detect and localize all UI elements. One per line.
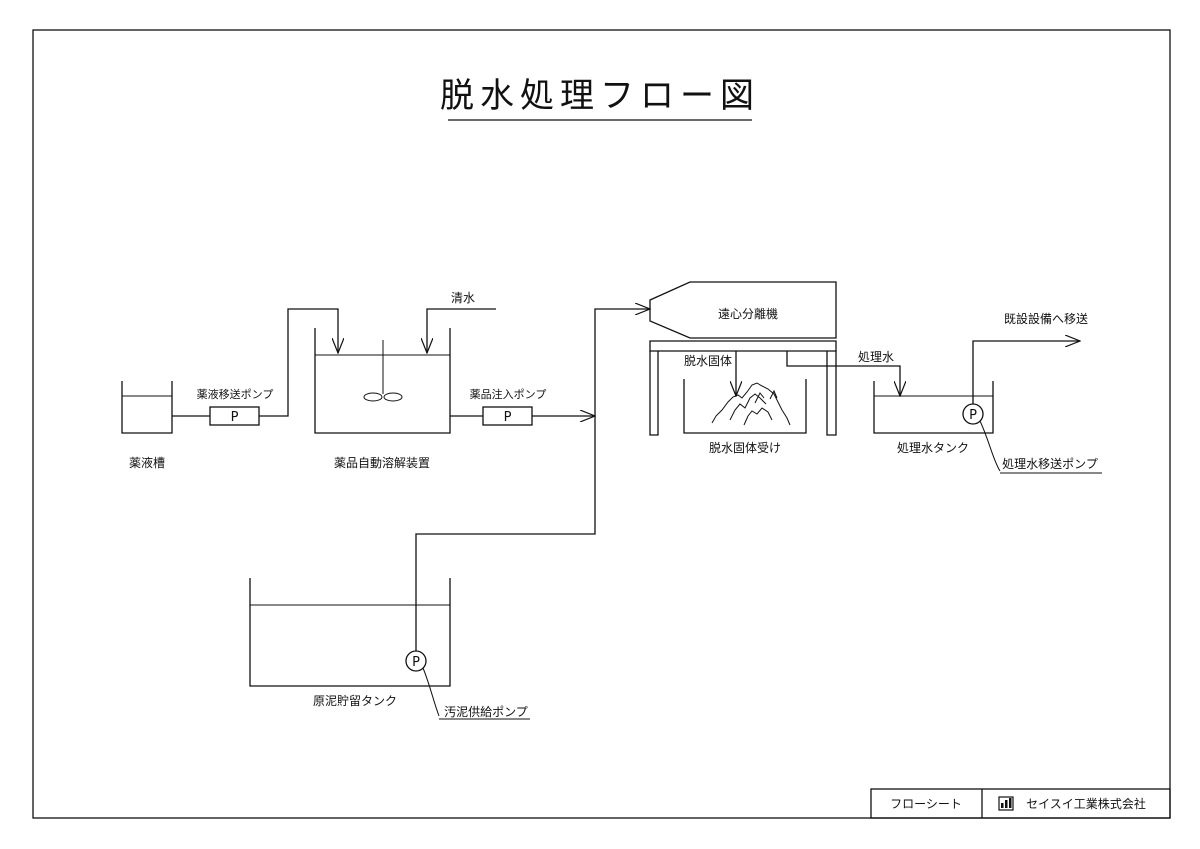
- dissolver-tank: [314, 328, 451, 434]
- sheet-type-label: フローシート: [890, 797, 962, 811]
- raw-sludge-tank: [249, 578, 451, 687]
- page-title: 脱水処理フロー図: [440, 76, 760, 116]
- solids-receiver-label: 脱水固体受け: [709, 440, 781, 455]
- injection-pump-symbol: P: [504, 410, 512, 425]
- chemical-tank: [121, 381, 173, 434]
- clean-water-label: 清水: [451, 291, 475, 305]
- treated-water-tank-label: 処理水タンク: [897, 441, 969, 455]
- company-name: セイスイ工業株式会社: [1026, 796, 1146, 811]
- drawing-border: [32, 29, 1171, 819]
- chemical-tank-label: 薬液槽: [129, 455, 165, 470]
- sludge-feed-pump: [405, 650, 427, 672]
- sludge-feed-pump-symbol: P: [412, 655, 420, 670]
- centrifuge: [649, 281, 837, 339]
- raw-sludge-tank-label: 原泥貯留タンク: [313, 694, 397, 708]
- treated-water-pump-label: 処理水移送ポンプ: [1002, 456, 1098, 471]
- centrifuge-label: 遠心分離機: [718, 306, 778, 321]
- centrifuge-stand: [649, 340, 837, 436]
- dewatered-solids-label: 脱水固体: [684, 353, 732, 368]
- dissolver-label: 薬品自動溶解装置: [334, 455, 430, 470]
- treated-water-label: 処理水: [858, 350, 894, 364]
- injection-pump-label: 薬品注入ポンプ: [470, 387, 547, 401]
- sludge-feed-pump-label: 汚泥供給ポンプ: [444, 705, 528, 719]
- transfer-pump-symbol: P: [231, 410, 239, 425]
- solids-receiver: [683, 379, 807, 434]
- title-block: [870, 788, 1171, 819]
- treated-water-pump-symbol: P: [969, 408, 977, 423]
- transfer-to-existing-label: 既設設備へ移送: [1004, 311, 1088, 326]
- treated-water-pump: [962, 403, 984, 425]
- transfer-pump-label: 薬液移送ポンプ: [197, 387, 274, 401]
- company-logo-icon: [998, 796, 1014, 811]
